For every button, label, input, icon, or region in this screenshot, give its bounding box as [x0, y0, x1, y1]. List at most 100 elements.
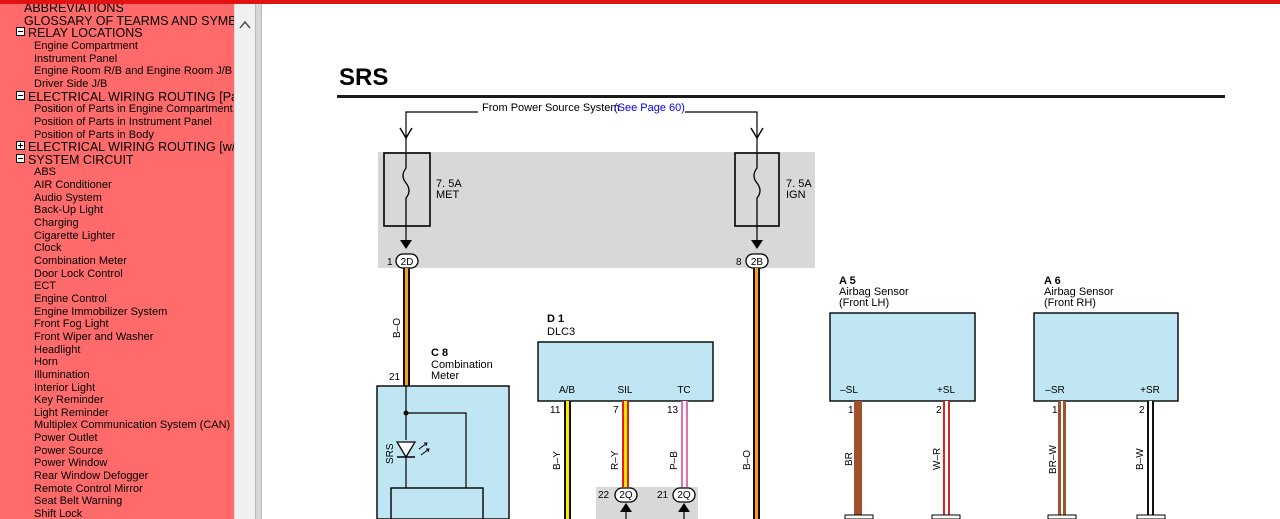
sidebar-item[interactable]: Position of Parts in Body: [34, 129, 154, 142]
airbag-sensor-front-rh: [1033, 312, 1179, 402]
sidebar-section[interactable]: ELECTRICAL WIRING ROUTING [w/w,(: [16, 141, 234, 154]
sidebar-item-label: Clock: [34, 242, 62, 255]
sidebar-item[interactable]: Combination Meter: [34, 255, 127, 268]
dlc3-connector: [537, 341, 714, 402]
sidebar-scrollbar[interactable]: [234, 4, 255, 519]
collapse-icon[interactable]: [16, 90, 25, 100]
collapse-icon[interactable]: [16, 27, 25, 37]
sidebar-item[interactable]: Horn: [34, 356, 58, 369]
sidebar-item[interactable]: Front Fog Light: [34, 318, 109, 331]
sidebar-item[interactable]: Illumination: [34, 369, 90, 382]
scroll-up-arrow-icon[interactable]: [238, 18, 252, 32]
connector-2d-pin: 1: [387, 257, 393, 268]
connector-2d-code: 2D: [401, 257, 414, 268]
sidebar-item[interactable]: Remote Control Mirror: [34, 483, 143, 496]
sidebar-item[interactable]: Engine Compartment: [34, 40, 138, 53]
sidebar-item[interactable]: Cigarette Lighter: [34, 230, 115, 243]
collapse-icon[interactable]: [16, 153, 25, 163]
d1-pin-ab-name: A/B: [559, 385, 575, 396]
sidebar-item[interactable]: Interior Light: [34, 382, 95, 395]
sidebar-item[interactable]: Back-Up Light: [34, 204, 103, 217]
see-page-link[interactable]: (See Page 60): [614, 102, 685, 114]
sidebar-item[interactable]: Clock: [34, 242, 62, 255]
c8-pin: 21: [389, 372, 401, 383]
sidebar-item-label: ABS: [34, 166, 57, 179]
sidebar-item[interactable]: Engine Control: [34, 293, 107, 306]
sidebar-item-label: Front Fog Light: [34, 318, 109, 331]
wire-b-o-right: [753, 268, 760, 519]
d1-code: D 1: [547, 313, 564, 325]
sidebar-section[interactable]: ELECTRICAL WIRING ROUTING [Part]: [16, 90, 234, 104]
a5-code: A 5: [839, 275, 856, 287]
wire-br: [854, 401, 862, 515]
sidebar-item[interactable]: Engine Immobilizer System: [34, 306, 167, 319]
wire-b-o-right-label: B–O: [742, 450, 753, 470]
sidebar-item[interactable]: Front Wiper and Washer: [34, 331, 153, 344]
connector-2q-a: [614, 487, 638, 519]
sidebar-item[interactable]: Position of Parts in Engine Compartment: [34, 103, 233, 116]
sidebar-item[interactable]: Driver Side J/B: [34, 78, 107, 91]
sidebar-item-label: RELAY LOCATIONS: [28, 26, 143, 41]
sidebar-item-label: Back-Up Light: [34, 204, 104, 217]
sidebar-section[interactable]: RELAY LOCATIONS: [16, 27, 143, 40]
sidebar-item[interactable]: Rear Window Defogger: [34, 470, 148, 483]
sidebar-item-label: Shift Lock: [34, 508, 83, 519]
sidebar-item-label: Engine Immobilizer System: [34, 305, 168, 318]
sidebar-item[interactable]: Position of Parts in Instrument Panel: [34, 116, 212, 129]
sidebar-item[interactable]: AIR Conditioner: [34, 179, 112, 192]
sidebar-item[interactable]: Engine Room R/B and Engine Room J/B: [34, 65, 232, 78]
wire-br-w: [1058, 401, 1066, 515]
a5-pin-1-num: 1: [848, 405, 854, 416]
sidebar-section[interactable]: ABBREVIATIONS: [24, 4, 124, 15]
connector-2q-a-code: 2Q: [619, 490, 633, 501]
fuse-ign-rating: 7. 5A: [786, 178, 812, 190]
c8-name-line2: Meter: [431, 370, 459, 382]
sidebar-item[interactable]: Instrument Panel: [34, 53, 117, 66]
sidebar-item-label: Horn: [34, 356, 58, 369]
a5-pin-minus-sl-name: –SL: [840, 385, 858, 396]
sidebar-item-label: Seat Belt Warning: [34, 495, 123, 508]
sidebar-item-label: Engine Room R/B and Engine Room J/B: [34, 65, 233, 78]
fuse-ign-name: IGN: [786, 189, 806, 201]
sidebar-item-label: AIR Conditioner: [34, 179, 112, 192]
fuse-ign: [734, 152, 780, 249]
a6-pin-minus-sr-name: –SR: [1045, 385, 1064, 396]
sidebar-item[interactable]: Power Source: [34, 445, 103, 458]
sidebar-item-label: Remote Control Mirror: [34, 482, 143, 495]
sidebar-item[interactable]: ECT: [34, 280, 56, 293]
sidebar-item[interactable]: Seat Belt Warning: [34, 495, 122, 508]
sidebar-item[interactable]: Headlight: [34, 344, 80, 357]
sidebar-item-label: Position of Parts in Body: [34, 128, 154, 141]
sidebar-item[interactable]: Shift Lock: [34, 508, 82, 519]
sidebar-item-label: Light Reminder: [34, 406, 109, 419]
wiring-diagram: From Power Source System (See Page 60) 7…: [376, 102, 1179, 519]
sidebar-section[interactable]: SYSTEM CIRCUIT: [16, 153, 134, 167]
sidebar-item[interactable]: Light Reminder: [34, 407, 109, 420]
top-accent-bar: [0, 0, 1280, 4]
c8-code: C 8: [431, 347, 448, 359]
sidebar-item-label: Interior Light: [34, 381, 96, 394]
a6-pin-1-num: 1: [1052, 405, 1058, 416]
a5-name-line1: Airbag Sensor: [839, 286, 909, 298]
sidebar-item[interactable]: Multiplex Communication System (CAN): [34, 419, 230, 432]
wire-p-b: [681, 401, 688, 487]
sidebar-item[interactable]: Key Reminder: [34, 394, 104, 407]
sidebar-item[interactable]: Door Lock Control: [34, 268, 123, 281]
wire-b-o-left: [403, 268, 410, 386]
connector-2q-b-pin: 21: [657, 490, 669, 501]
pane-splitter[interactable]: [255, 4, 262, 519]
sidebar-item[interactable]: Power Outlet: [34, 432, 98, 445]
expand-icon[interactable]: [16, 141, 25, 151]
combination-meter: [376, 385, 510, 519]
sidebar-item[interactable]: Audio System: [34, 192, 102, 205]
d1-name: DLC3: [547, 326, 575, 338]
wire-b-o-left-label: B–O: [392, 318, 403, 338]
connector-2q-a-pin: 22: [598, 490, 610, 501]
sidebar-item[interactable]: Charging: [34, 217, 79, 230]
a6-wire-terminal: [1047, 514, 1077, 519]
sidebar-item-label: Driver Side J/B: [34, 77, 108, 90]
sidebar-item[interactable]: Power Window: [34, 457, 107, 470]
sidebar-section[interactable]: GLOSSARY OF TEARMS AND SYMBOLS: [24, 14, 234, 28]
a5-pin-2-num: 2: [936, 405, 942, 416]
sidebar-item[interactable]: ABS: [34, 166, 56, 179]
